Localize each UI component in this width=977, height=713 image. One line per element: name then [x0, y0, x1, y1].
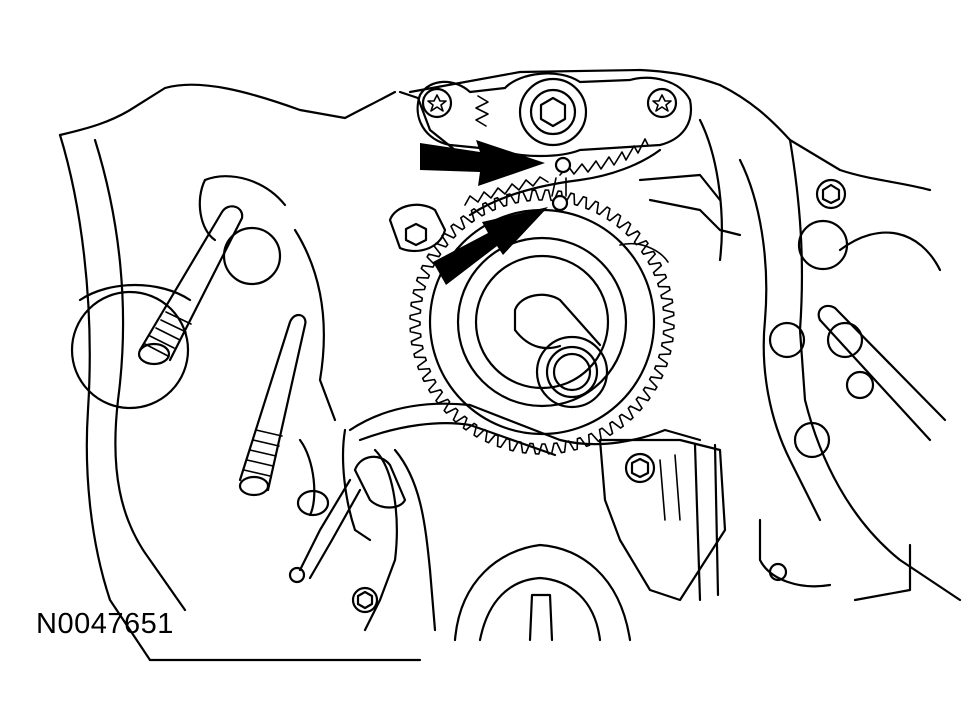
star-bolt-right — [646, 87, 678, 119]
lower-pulley — [453, 543, 632, 642]
callout-arrow-upper — [420, 140, 545, 186]
timing-gear — [409, 189, 675, 455]
tensioner-bracket-right — [598, 438, 727, 602]
tensioner-arm — [288, 455, 407, 584]
hex-bolt-top — [518, 77, 588, 147]
dowel-boss — [388, 203, 447, 253]
right-rod — [817, 304, 947, 442]
left-cylinder-bore — [70, 283, 192, 410]
center-bolt — [624, 452, 656, 484]
right-head-bolts — [768, 178, 875, 582]
figure-id-label: N0047651 — [36, 608, 174, 640]
crankshaft-sprocket-upper — [464, 138, 662, 217]
timing-mark-crankshaft-sprocket — [554, 156, 572, 174]
squiggle-left — [475, 95, 489, 127]
long-stud-lower — [238, 313, 307, 497]
star-bolt-left — [421, 87, 453, 119]
right-housing — [619, 118, 832, 588]
callout-arrow-lower — [433, 207, 548, 285]
long-stud-upper — [137, 205, 244, 366]
lower-bolt-left — [351, 586, 379, 614]
engine-block-outline — [58, 68, 962, 662]
timing-mark-gear — [551, 177, 569, 212]
left-port-holes — [198, 175, 337, 517]
timing-chain-guide — [341, 402, 702, 632]
